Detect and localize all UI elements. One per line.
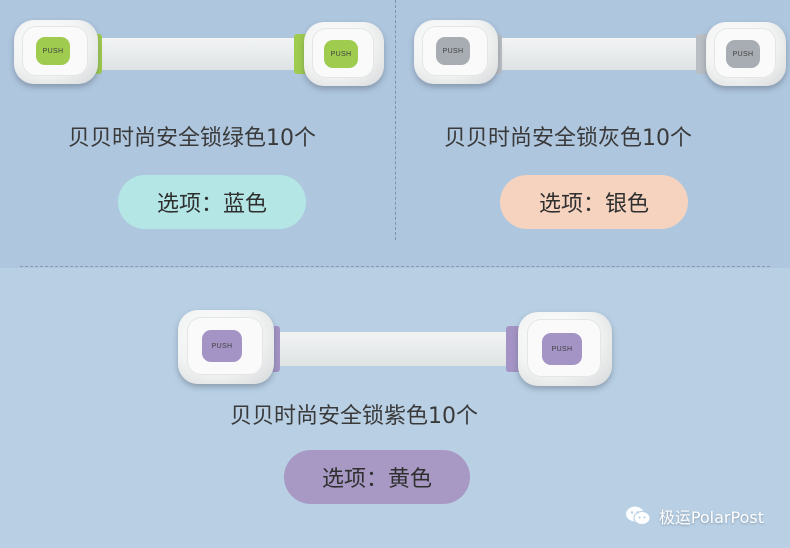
watermark: 极运PolarPost: [625, 504, 764, 528]
vertical-divider: [395, 0, 396, 240]
lock-cap-left: PUSH: [414, 20, 498, 84]
product-caption: 贝贝时尚安全锁灰色10个: [444, 126, 692, 151]
option-badge: 选项：蓝色: [118, 175, 306, 229]
product-image-purple-lock: PUSH PUSH: [178, 310, 612, 388]
product-caption: 贝贝时尚安全锁绿色10个: [68, 126, 316, 151]
push-button-right: PUSH: [726, 40, 760, 68]
lock-cap-left: PUSH: [14, 20, 98, 84]
lock-strap: [266, 332, 524, 366]
horizontal-divider: [20, 266, 770, 267]
wechat-icon: [625, 505, 651, 527]
lock-cap-right: PUSH: [706, 22, 786, 86]
product-caption: 贝贝时尚安全锁紫色10个: [230, 404, 478, 429]
lock-strap: [88, 38, 310, 70]
push-button-right: PUSH: [324, 40, 358, 68]
option-badge: 选项：银色: [500, 175, 688, 229]
lock-strap: [488, 38, 710, 70]
push-button-left: PUSH: [202, 330, 242, 362]
watermark-text: 极运PolarPost: [658, 508, 764, 527]
lock-cap-right: PUSH: [518, 312, 612, 386]
product-image-green-lock: PUSH PUSH: [14, 20, 384, 88]
push-button-left: PUSH: [436, 37, 470, 65]
lock-cap-right: PUSH: [304, 22, 384, 86]
option-badge: 选项：黄色: [284, 450, 470, 504]
push-button-right: PUSH: [542, 333, 582, 365]
product-image-grey-lock: PUSH PUSH: [414, 20, 786, 88]
push-button-left: PUSH: [36, 37, 70, 65]
lock-cap-left: PUSH: [178, 310, 274, 384]
